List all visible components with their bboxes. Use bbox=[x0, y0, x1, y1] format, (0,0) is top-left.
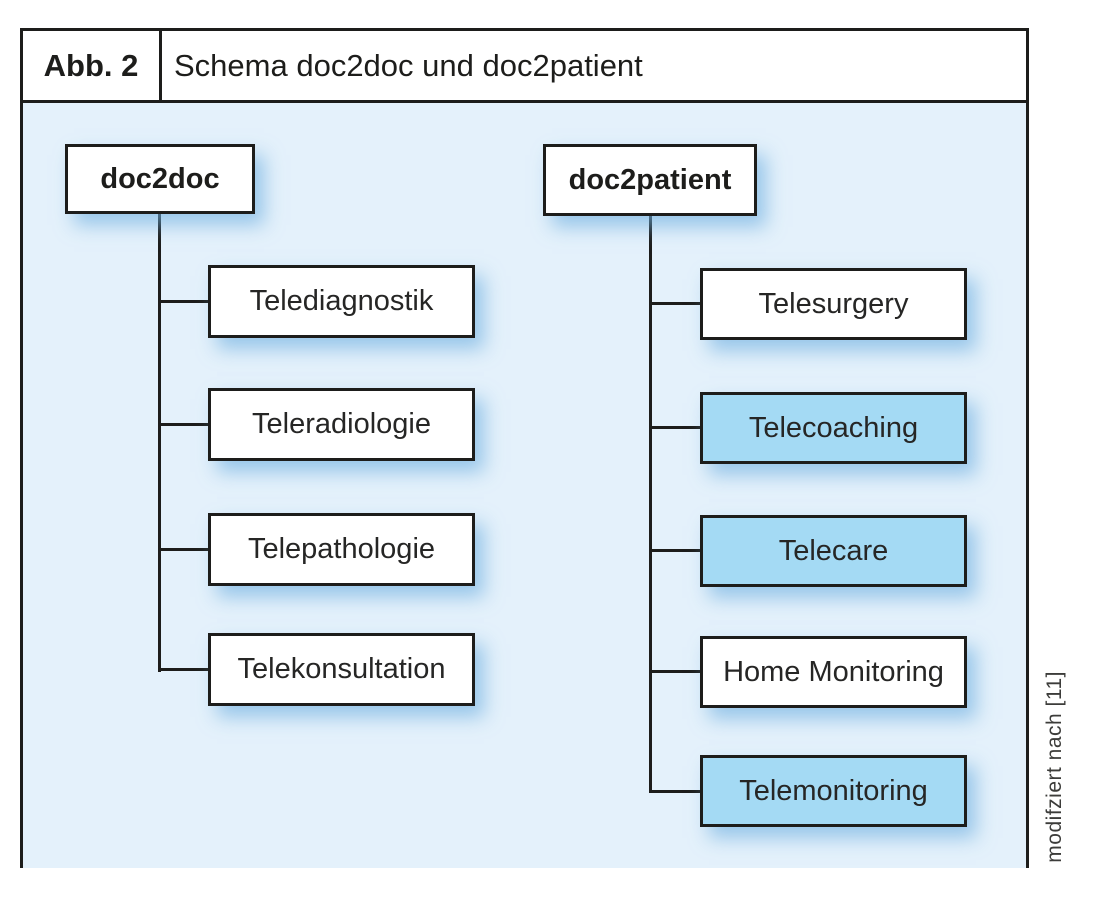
figure-label: Abb. 2 bbox=[23, 31, 162, 100]
tree-node-telecare: Telecare bbox=[700, 515, 967, 587]
tree-node-telecoaching: Telecoaching bbox=[700, 392, 967, 464]
figure-box: Abb. 2 Schema doc2doc und doc2patient do… bbox=[20, 28, 1029, 868]
connector-branch bbox=[649, 426, 700, 429]
tree-root-doc2patient: doc2patient bbox=[543, 144, 757, 216]
connector-branch bbox=[649, 549, 700, 552]
tree-node-telesurgery: Telesurgery bbox=[700, 268, 967, 340]
connector-branch bbox=[158, 423, 209, 426]
figure-title: Schema doc2doc und doc2patient bbox=[174, 47, 643, 83]
tree-node-telediagnostik: Telediagnostik bbox=[208, 265, 475, 338]
tree-node-telemonitoring: Telemonitoring bbox=[700, 755, 967, 827]
tree-root-doc2doc: doc2doc bbox=[65, 144, 255, 214]
tree-node-telepathologie: Telepathologie bbox=[208, 513, 475, 586]
tree-node-teleradiologie: Teleradiologie bbox=[208, 388, 475, 461]
connector-branch bbox=[649, 670, 700, 673]
connector-branch bbox=[158, 548, 209, 551]
source-note: modifziert nach [11] bbox=[1043, 671, 1066, 863]
diagram-canvas: doc2doc Telediagnostik Teleradiologie Te… bbox=[23, 103, 1026, 868]
connector-branch bbox=[158, 300, 209, 303]
connector-trunk-doc2doc bbox=[158, 214, 161, 672]
connector-trunk-doc2patient bbox=[649, 216, 652, 793]
connector-branch bbox=[649, 302, 700, 305]
tree-node-telekonsultation: Telekonsultation bbox=[208, 633, 475, 706]
tree-node-home-monitoring: Home Monitoring bbox=[700, 636, 967, 708]
connector-branch bbox=[649, 790, 700, 793]
connector-branch bbox=[158, 668, 209, 671]
figure-header: Abb. 2 Schema doc2doc und doc2patient bbox=[23, 31, 1026, 103]
